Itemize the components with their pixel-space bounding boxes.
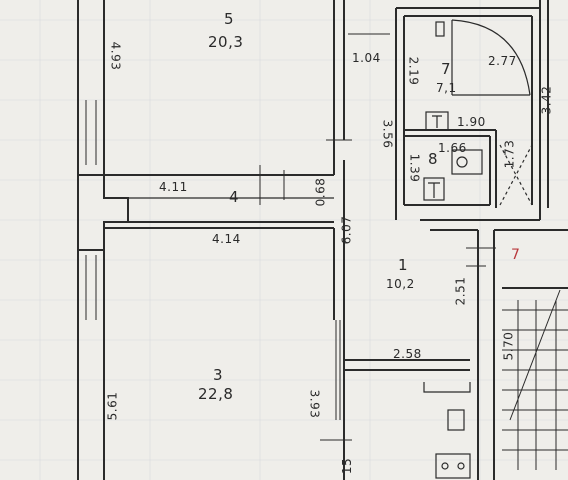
room-4-number: 4 — [229, 188, 240, 206]
pipe-icon — [435, 21, 445, 37]
dim-partial-bottom: 15 — [340, 457, 355, 475]
dim-stair-length: 5.70 — [501, 331, 516, 361]
fixtures — [423, 21, 533, 479]
dim-corridor-mid: 3.56 — [380, 119, 395, 149]
dim-hall-length: 6.07 — [339, 215, 354, 245]
dim-room5-bottom: 1.04 — [352, 51, 381, 65]
dimension-ticks — [259, 33, 496, 441]
room-3-number: 3 — [213, 366, 224, 384]
dim-room8-top: 1.66 — [438, 141, 467, 155]
room-3-area: 22,8 — [198, 385, 234, 403]
room-5-area: 20,3 — [208, 33, 244, 51]
windows — [85, 100, 341, 420]
dim-room4-end: 0.68 — [313, 177, 328, 207]
dim-room8-left: 1.39 — [407, 153, 422, 183]
dim-room2-top: 2.58 — [393, 347, 422, 361]
dim-room2-left: 3.93 — [307, 389, 322, 419]
walls — [77, 0, 568, 480]
dim-room4-bottom: 4.14 — [212, 232, 241, 246]
dim-room7-bottom: 1.90 — [457, 115, 486, 129]
dim-room7-left: 2.19 — [406, 56, 421, 86]
dim-room8-diag: 1.73 — [502, 139, 517, 169]
dim-room7-right: 2.77 — [488, 54, 517, 68]
stove-icon — [435, 453, 471, 479]
dim-room7-side: 3.42 — [539, 85, 554, 115]
dim-room5-left: 4.93 — [108, 41, 123, 71]
dim-room3-left: 5.61 — [105, 391, 120, 421]
toilet-icon — [425, 111, 449, 131]
marker-label: 7 — [511, 247, 521, 263]
room-7-number: 7 — [441, 60, 452, 78]
room-8-number: 8 — [428, 150, 439, 168]
room-5-number: 5 — [224, 10, 235, 28]
room-7-area: 7,1 — [436, 81, 457, 95]
toilet-icon-2 — [423, 177, 445, 201]
room-1-area: 10,2 — [386, 277, 415, 291]
dim-room1-left: 2.51 — [453, 276, 468, 306]
door-swing — [451, 19, 531, 96]
room-1-number: 1 — [398, 256, 409, 274]
dim-room4-top: 4.11 — [159, 180, 188, 194]
sink-icon — [451, 149, 483, 175]
toilet-icon-3 — [447, 409, 465, 431]
staircase — [502, 289, 568, 470]
